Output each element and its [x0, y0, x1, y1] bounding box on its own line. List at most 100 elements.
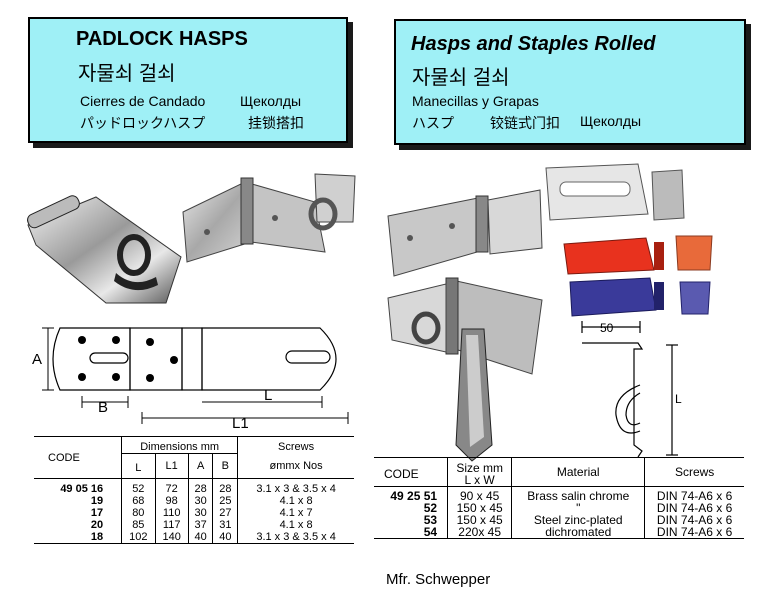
right-dim-label-l: L — [675, 392, 682, 406]
col-size-label: Size mm — [456, 461, 503, 475]
col-l1: L1 — [154, 453, 189, 479]
left-header-korean: 자물쇠 걸쇠 — [78, 63, 176, 85]
left-spec-table: CODE Dimensions mm Screws L L1 A B ømmx … — [34, 436, 354, 544]
cell-material: dichromated — [511, 526, 645, 539]
cell-a: 30 — [187, 495, 213, 507]
cell-l: 80 — [121, 507, 155, 519]
cell-l: 85 — [121, 519, 155, 531]
dim-label-b: B — [98, 399, 108, 416]
cell-b: 25 — [212, 495, 238, 507]
rolled-hasp-photo-3 — [387, 277, 543, 375]
cell-size: 150 x 45 — [447, 514, 512, 526]
cell-material: Brass salin chrome — [511, 486, 645, 502]
right-header-russian: Щеколды — [580, 113, 642, 129]
dim-label-a: A — [32, 351, 42, 368]
left-header-japanese: パッドロックハスプ — [80, 115, 206, 131]
cell-code: 52 — [423, 501, 438, 515]
cell-code: 19 — [90, 495, 104, 507]
cell-screws: 4.1 x 8 — [237, 519, 354, 531]
dim-label-l: L — [264, 387, 272, 404]
left-header-title: PADLOCK HASPS — [76, 28, 248, 50]
cell-screws: DIN 74-A6 x 6 — [644, 514, 744, 526]
right-header-chinese: 铰链式门扣 — [490, 115, 560, 131]
cell-l1: 117 — [154, 519, 189, 531]
cell-size: 90 x 45 — [447, 486, 512, 502]
rolled-hasp-photo-1 — [387, 189, 543, 277]
cell-screws: 4.1 x 8 — [237, 495, 354, 507]
cell-code: 18 — [90, 531, 104, 543]
left-technical-drawing: A B L L1 — [32, 327, 349, 432]
right-technical-drawing: 50 L — [581, 321, 682, 458]
right-header-spanish: Manecillas y Grapas — [412, 93, 539, 109]
cell-b: 27 — [212, 507, 238, 519]
cell-l1: 72 — [154, 478, 189, 495]
col-screws: Screws — [237, 436, 354, 454]
cell-screws: 3.1 x 3 & 3.5 x 4 — [237, 478, 354, 495]
cell-material: Steel zinc-plated — [511, 514, 645, 526]
col-b: B — [212, 453, 238, 479]
left-header-russian: Щеколды — [240, 93, 302, 109]
cell-screws: 3.1 x 3 & 3.5 x 4 — [237, 531, 354, 544]
left-header-chinese: 挂锁搭扣 — [248, 115, 304, 131]
left-header-box: PADLOCK HASPS 자물쇠 걸쇠 Cierres de Candado … — [28, 17, 348, 143]
cell-size: 220x 45 — [447, 526, 512, 539]
cell-code: 54 — [423, 525, 438, 539]
right-spec-table: CODE Size mm L x W Material Screws 49 25… — [374, 457, 744, 539]
col-size-sub: L x W — [464, 473, 495, 487]
right-dim-label-50: 50 — [600, 321, 614, 335]
col-l: L — [121, 453, 155, 479]
col-dimensions: Dimensions mm — [121, 436, 238, 454]
cell-size: 150 x 45 — [447, 502, 512, 514]
cell-code: 49 25 51 — [390, 489, 438, 503]
manufacturer-caption: Mfr. Schwepper — [386, 571, 491, 588]
cell-code: 17 — [90, 507, 104, 519]
col-size: Size mm L x W — [447, 457, 512, 487]
cell-screws: 4.1 x 7 — [237, 507, 354, 519]
col-a: A — [187, 453, 213, 479]
cell-a: 30 — [187, 507, 213, 519]
cell-b: 28 — [212, 478, 238, 495]
cell-screws: DIN 74-A6 x 6 — [644, 526, 744, 539]
col-screws-sub: ømmx Nos — [237, 453, 354, 479]
table-row: 52 150 x 45"DIN 74-A6 x 6 — [374, 502, 744, 514]
chrome-hasp-photo-2 — [545, 163, 685, 221]
right-header-japanese: ハスプ — [412, 115, 454, 131]
cell-screws: DIN 74-A6 x 6 — [644, 502, 744, 514]
hasp-side-photo — [455, 328, 493, 462]
cell-l: 52 — [121, 478, 155, 495]
chrome-hasp-photo — [27, 195, 182, 304]
col-code: CODE — [48, 451, 80, 464]
cell-l1: 110 — [154, 507, 189, 519]
cell-code: 49 05 16 — [60, 483, 104, 495]
coloured-hasps-photo — [563, 235, 713, 317]
col-screws: Screws — [644, 457, 744, 487]
right-header-title: Hasps and Staples Rolled — [411, 33, 656, 55]
cell-code: 53 — [423, 513, 438, 527]
left-header-spanish: Cierres de Candado — [80, 93, 206, 109]
cell-l: 68 — [121, 495, 155, 507]
cell-screws: DIN 74-A6 x 6 — [644, 486, 744, 502]
cell-a: 40 — [187, 531, 213, 544]
cell-a: 28 — [187, 478, 213, 495]
cell-l1: 140 — [154, 531, 189, 544]
cell-b: 40 — [212, 531, 238, 544]
right-header-box: Hasps and Staples Rolled 자물쇠 걸쇠 Manecill… — [394, 19, 746, 145]
galvanised-hasp-photo — [182, 173, 356, 263]
cell-code: 20 — [90, 519, 104, 531]
cell-material: " — [511, 502, 645, 514]
col-code: CODE — [384, 467, 419, 481]
cell-b: 31 — [212, 519, 238, 531]
right-header-korean: 자물쇠 걸쇠 — [412, 67, 510, 89]
cell-l: 102 — [121, 531, 155, 544]
col-material: Material — [511, 457, 645, 487]
cell-a: 37 — [187, 519, 213, 531]
dim-label-l1: L1 — [232, 415, 249, 432]
